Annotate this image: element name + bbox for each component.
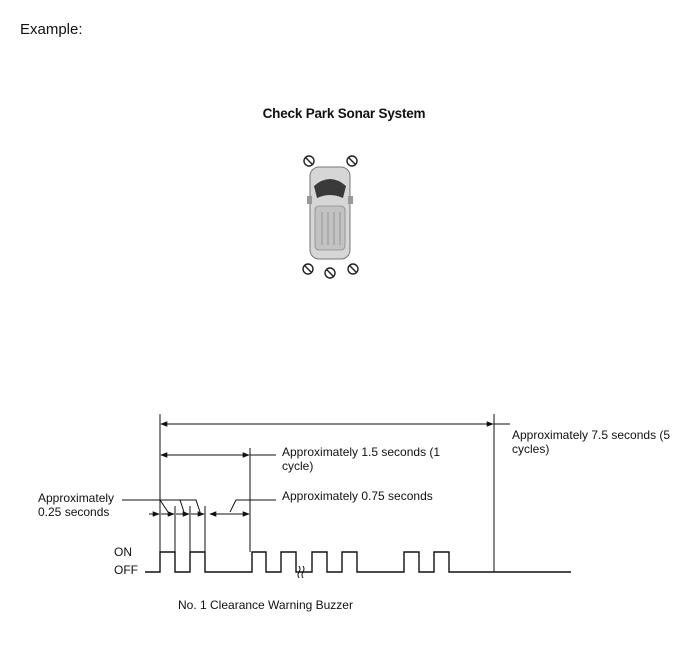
leader-line xyxy=(180,499,201,513)
buzzer-caption: No. 1 Clearance Warning Buzzer xyxy=(178,598,353,612)
break-symbol xyxy=(297,565,305,579)
on-state-label: ON xyxy=(114,545,132,559)
sensor-off-icon xyxy=(324,267,336,279)
sensor-off-icon xyxy=(302,263,314,275)
buzzer-waveform xyxy=(145,551,571,573)
sensor-off-icon xyxy=(347,263,359,275)
leader-line xyxy=(229,499,276,513)
vehicle-top-view-icon xyxy=(307,166,353,260)
example-label: Example: xyxy=(20,21,83,38)
off-period-label: Approximately 0.75 seconds xyxy=(282,489,433,503)
figure-title: Check Park Sonar System xyxy=(262,106,426,121)
on-off-duration-label: Approximately 0.25 seconds xyxy=(38,491,115,519)
sensor-off-icon xyxy=(303,155,315,167)
total-duration-label: Approximately 7.5 seconds (5 cycles) xyxy=(512,428,671,456)
sensor-off-icon xyxy=(346,155,358,167)
cycle-duration-label: Approximately 1.5 seconds (1 cycle) xyxy=(282,445,441,473)
off-state-label: OFF xyxy=(114,563,138,577)
leader-line xyxy=(122,499,169,513)
